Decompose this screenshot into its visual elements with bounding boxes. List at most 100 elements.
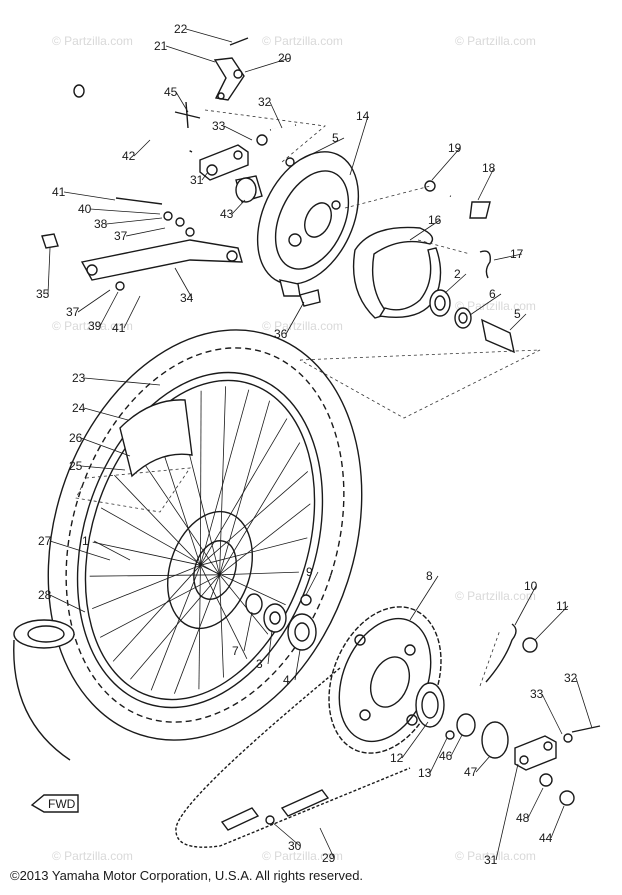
leader-line [89,208,161,215]
part-callout: 34 [180,291,194,305]
part-callout: 32 [258,95,272,109]
leader-line [123,295,141,329]
brake-camshaft [449,194,491,219]
part-callout: 17 [510,247,524,261]
chain-adjuster-top [199,144,249,181]
watermark: © Partzilla.com [455,849,536,863]
cotter [174,111,201,119]
brake-cam-lever [213,37,249,101]
part-callout: 6 [489,287,496,301]
leader-line [299,137,345,161]
spoke [219,442,301,576]
leader-line [269,101,283,129]
leader-line [99,291,119,327]
spoke [114,474,201,566]
spoke [219,571,299,576]
part-callout: 45 [164,85,178,99]
washer [115,281,125,291]
bearing [429,289,451,317]
bearing [287,613,317,651]
leader-line [495,763,519,861]
pin [115,197,163,205]
washer [285,157,295,167]
leader-line [305,571,319,596]
part-callout: 8 [426,569,433,583]
washer [300,594,312,606]
part-callout: 7 [232,644,239,658]
collar [481,318,515,354]
washer [175,217,185,227]
brake-shoe-plate [256,151,360,297]
watermark: © Partzilla.com [52,319,133,333]
spoke [200,389,250,566]
part-callout: 5 [332,131,339,145]
bolt [256,124,297,146]
bolt [299,289,321,307]
fwd-label: FWD [48,797,76,811]
collar [245,593,263,615]
watermark: © Partzilla.com [455,589,536,603]
leader-line [285,301,305,335]
part-callout: 9 [306,565,313,579]
leader-line [444,273,467,294]
part-callout: 11 [556,599,569,613]
leader-line [165,45,216,63]
spoke [131,445,220,576]
part-callout: 32 [564,671,578,685]
part-callout: 24 [72,401,86,415]
oil-seal [454,307,472,329]
part-callout: 10 [524,579,538,593]
part-callout: 48 [516,811,530,825]
nut [163,211,173,221]
spoke [200,537,308,566]
drive-chain [175,667,411,848]
spoke [130,574,220,680]
leader-line [541,693,563,735]
leader-line [575,677,593,729]
part-callout: 41 [52,185,66,199]
lock-washer [485,623,517,683]
leader-line [223,125,253,141]
spring [479,250,491,279]
leader-line [550,805,565,839]
leader-line [409,575,439,621]
leader-line [475,755,491,773]
plate [481,721,509,759]
watermark: © Partzilla.com [262,319,343,333]
leader-line [267,629,273,665]
watermark: © Partzilla.com [262,34,343,48]
leader-line [244,57,291,73]
spoke [89,574,220,577]
part-callout: 16 [428,213,442,227]
part-callout: 39 [88,319,102,333]
washer [185,227,195,237]
washer [445,730,455,740]
part-callout: 35 [36,287,50,301]
leader-line [185,28,233,43]
spoke [219,386,226,575]
leader-line [409,219,441,241]
washer [424,180,436,192]
tire-cross-section [13,619,75,761]
bolt [571,725,601,733]
part-callout: 46 [439,749,453,763]
bolt [41,233,59,249]
sprocket-seal [415,682,445,728]
part-callout: 44 [539,831,553,845]
part-callout: 37 [114,229,128,243]
watermark: © Partzilla.com [455,34,536,48]
part-callout: 22 [174,22,188,36]
part-callout: 41 [112,321,126,335]
part-callout: 26 [69,431,83,445]
leader-line [429,737,448,774]
leader-line [493,253,523,261]
leader-line [534,605,569,641]
spoke [112,564,201,662]
leader-line [431,147,461,181]
leader-line [83,407,129,421]
washer [563,733,573,743]
leader-line [105,217,163,225]
collar [235,175,263,203]
spoke [150,565,201,691]
